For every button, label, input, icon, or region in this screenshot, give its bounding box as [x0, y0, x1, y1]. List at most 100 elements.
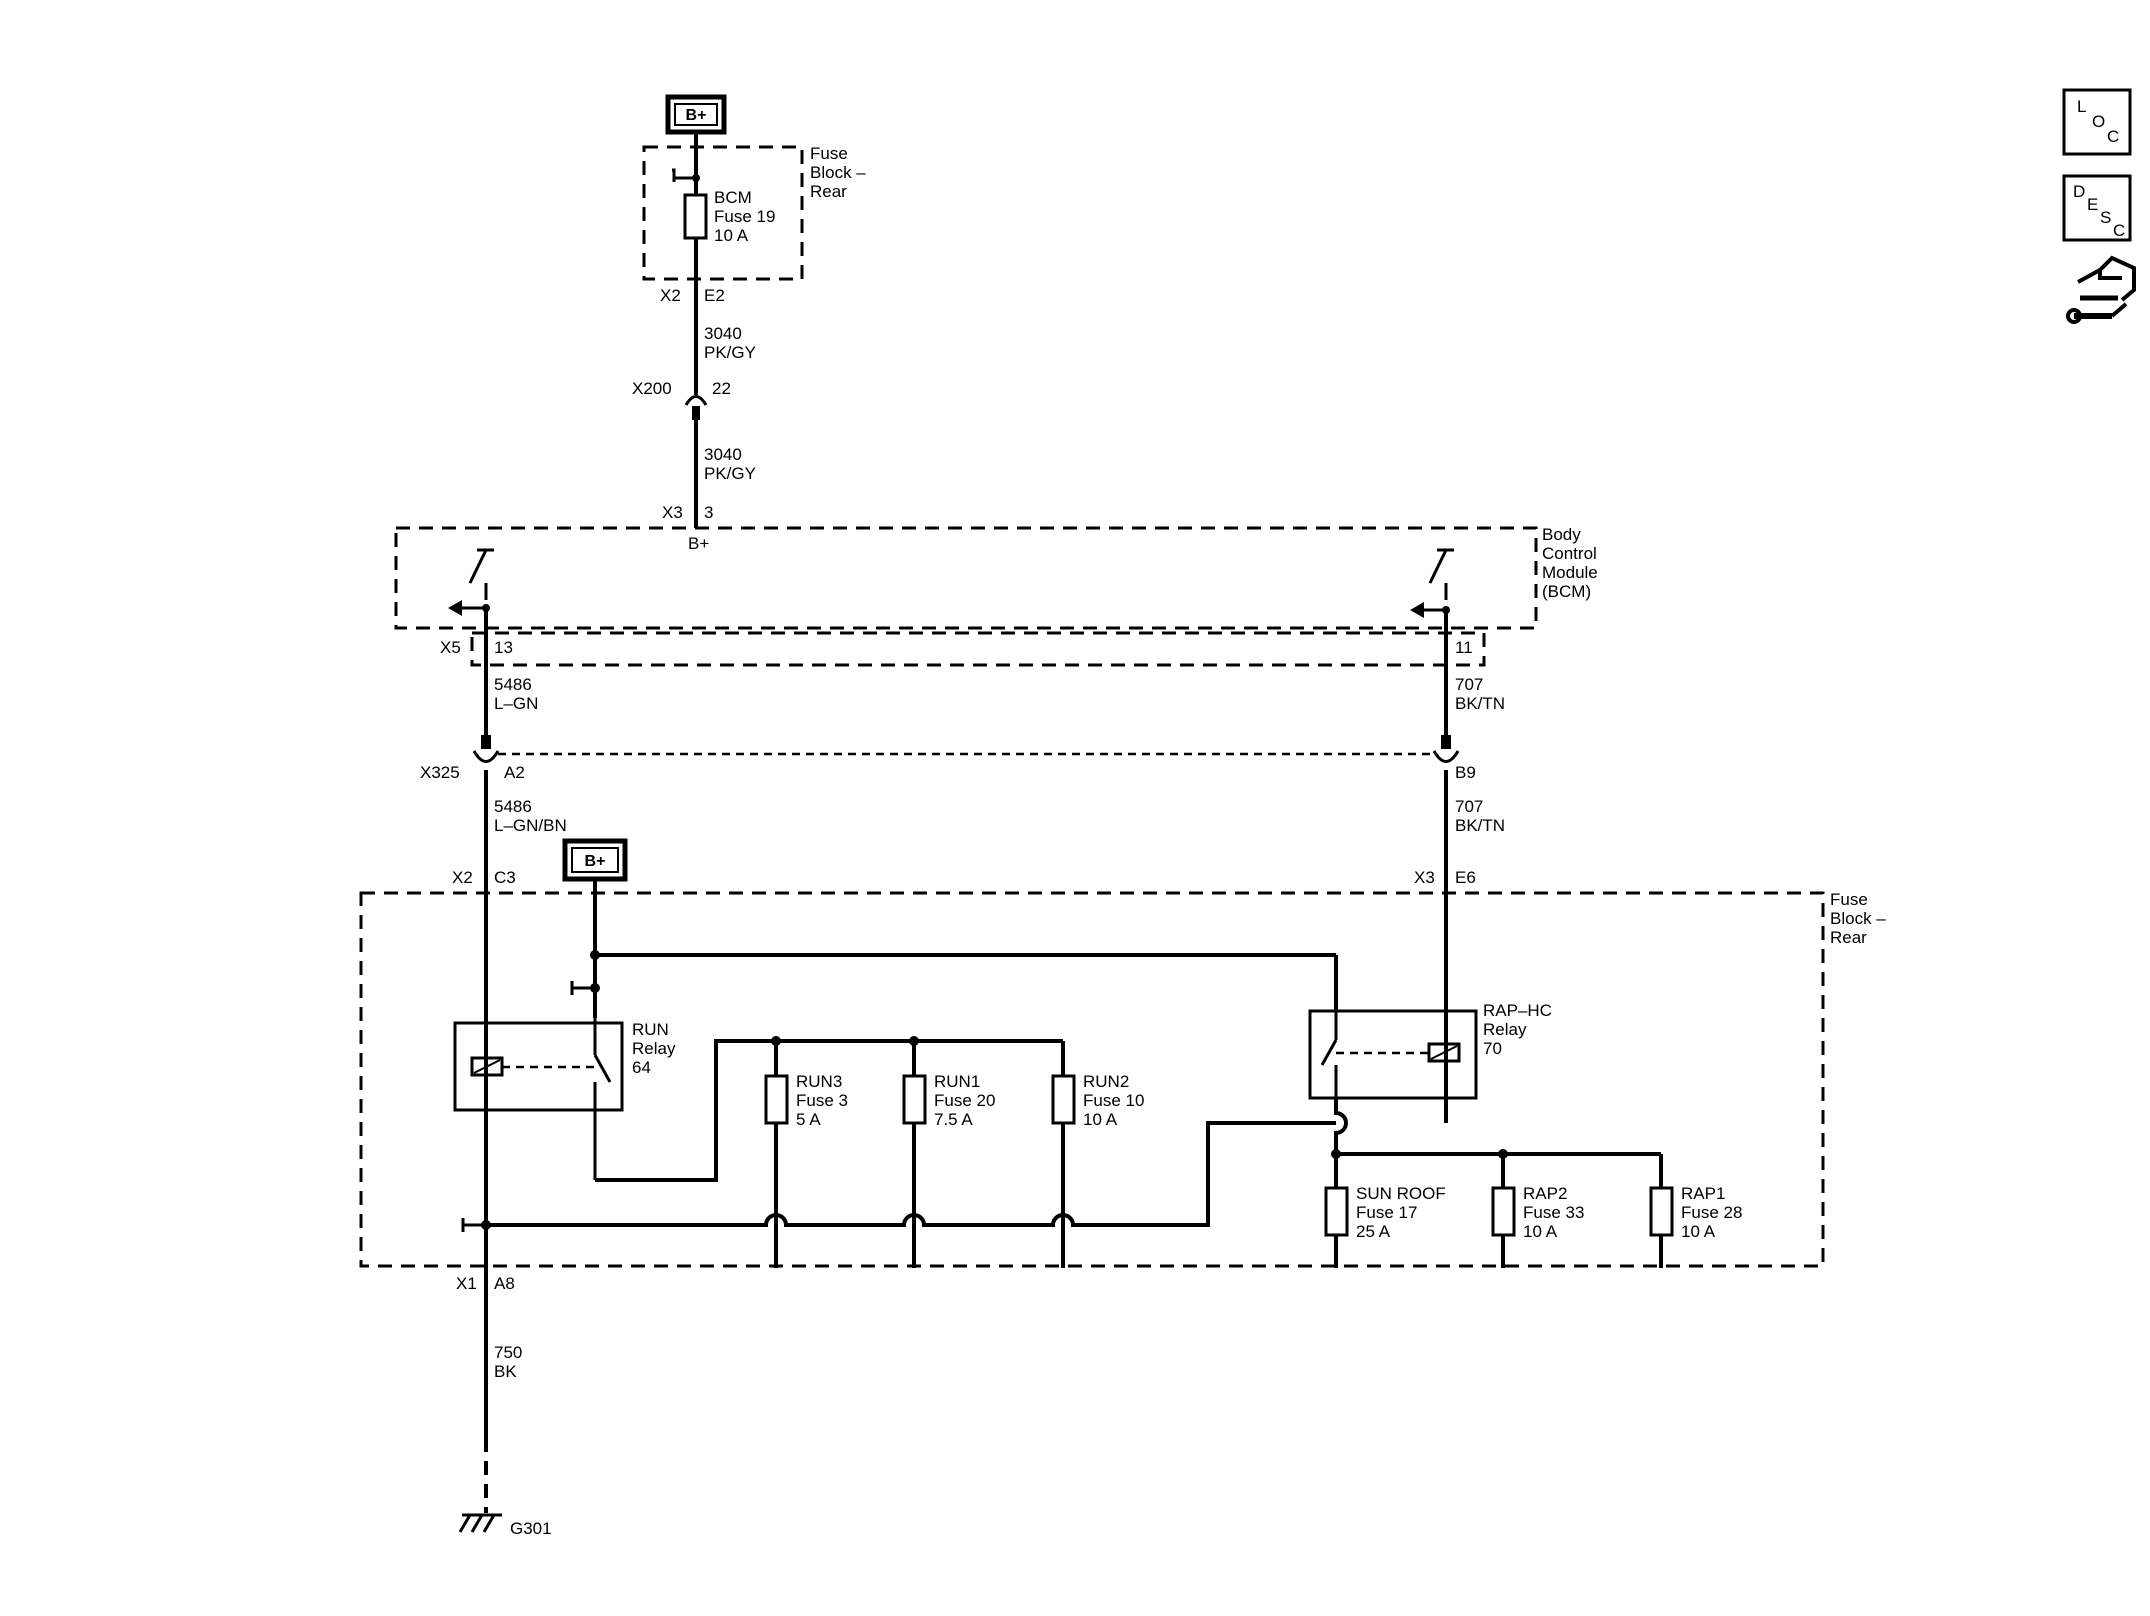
fuse-run3	[764, 1074, 789, 1125]
svg-text:X3: X3	[662, 503, 683, 522]
svg-text:RAP–HC: RAP–HC	[1483, 1001, 1552, 1020]
svg-text:10 A: 10 A	[1681, 1222, 1716, 1241]
svg-text:E6: E6	[1455, 868, 1476, 887]
svg-text:C: C	[2107, 127, 2119, 146]
svg-text:L: L	[2077, 97, 2086, 116]
svg-text:13: 13	[494, 638, 513, 657]
svg-text:D: D	[2073, 182, 2085, 201]
svg-text:70: 70	[1483, 1039, 1502, 1058]
svg-text:X200: X200	[632, 379, 672, 398]
svg-text:X1: X1	[456, 1274, 477, 1293]
svg-text:5 A: 5 A	[796, 1110, 821, 1129]
svg-text:25 A: 25 A	[1356, 1222, 1391, 1241]
b-plus-label-top: B+	[686, 107, 707, 124]
svg-text:Fuse 10: Fuse 10	[1083, 1091, 1144, 1110]
svg-text:Fuse: Fuse	[1830, 890, 1868, 909]
top-battery-source: B+	[665, 94, 727, 135]
fuse-rap1	[1649, 1186, 1674, 1237]
svg-text:Fuse 17: Fuse 17	[1356, 1203, 1417, 1222]
svg-text:X2: X2	[452, 868, 473, 887]
svg-text:3: 3	[704, 503, 713, 522]
ground-g301: G301	[458, 1513, 552, 1538]
svg-text:A2: A2	[504, 763, 525, 782]
svg-text:L–GN: L–GN	[494, 694, 538, 713]
svg-text:RUN2: RUN2	[1083, 1072, 1129, 1091]
svg-text:BK/TN: BK/TN	[1455, 816, 1505, 835]
svg-text:BCM: BCM	[714, 188, 752, 207]
svg-text:10 A: 10 A	[1523, 1222, 1558, 1241]
fuse-block-top: Fuse Block – Rear BCM Fuse 19 10 A	[642, 144, 866, 281]
svg-text:5486: 5486	[494, 675, 532, 694]
svg-text:(BCM): (BCM)	[1542, 582, 1591, 601]
svg-text:7.5 A: 7.5 A	[934, 1110, 973, 1129]
svg-text:RAP1: RAP1	[1681, 1184, 1725, 1203]
svg-text:Fuse 3: Fuse 3	[796, 1091, 848, 1110]
svg-text:Relay: Relay	[632, 1039, 676, 1058]
svg-text:A8: A8	[494, 1274, 515, 1293]
fuse-rap2	[1491, 1186, 1516, 1237]
fuse-sun-roof	[1324, 1186, 1349, 1237]
svg-text:10 A: 10 A	[1083, 1110, 1118, 1129]
svg-text:Block –: Block –	[1830, 909, 1886, 928]
svg-text:Fuse: Fuse	[810, 144, 848, 163]
svg-text:L–GN/BN: L–GN/BN	[494, 816, 567, 835]
svg-text:X5: X5	[440, 638, 461, 657]
svg-text:Fuse 19: Fuse 19	[714, 207, 775, 226]
svg-text:Module: Module	[1542, 563, 1598, 582]
svg-text:707: 707	[1455, 797, 1483, 816]
fuse-bcm-19	[683, 193, 708, 240]
svg-text:O: O	[2092, 112, 2105, 131]
svg-text:BK/TN: BK/TN	[1455, 694, 1505, 713]
svg-text:RUN1: RUN1	[934, 1072, 980, 1091]
svg-text:BK: BK	[494, 1362, 517, 1381]
svg-text:X3: X3	[1414, 868, 1435, 887]
run-relay-64: RUN Relay 64	[453, 1018, 676, 1180]
svg-text:B9: B9	[1455, 763, 1476, 782]
svg-text:RAP2: RAP2	[1523, 1184, 1567, 1203]
loc-icon[interactable]: L O C	[2062, 88, 2132, 156]
svg-text:Rear: Rear	[810, 182, 847, 201]
rap-hc-relay-70: RAP–HC Relay 70	[1308, 1001, 1552, 1123]
fuse-block-rear-main: Fuse Block – Rear	[359, 890, 1886, 1268]
desc-icon[interactable]: D E S C	[2062, 174, 2132, 242]
svg-text:C: C	[2113, 221, 2125, 240]
svg-text:RUN: RUN	[632, 1020, 669, 1039]
svg-text:Fuse 33: Fuse 33	[1523, 1203, 1584, 1222]
svg-text:S: S	[2100, 208, 2111, 227]
svg-text:Fuse 28: Fuse 28	[1681, 1203, 1742, 1222]
svg-text:PK/GY: PK/GY	[704, 343, 756, 362]
connector-x200: X200 22	[632, 379, 731, 420]
svg-text:G301: G301	[510, 1519, 552, 1538]
svg-text:Fuse 20: Fuse 20	[934, 1091, 995, 1110]
svg-text:707: 707	[1455, 675, 1483, 694]
svg-text:RUN3: RUN3	[796, 1072, 842, 1091]
fuse-run2	[1051, 1074, 1076, 1125]
svg-text:3040: 3040	[704, 445, 742, 464]
relay-battery-source: B+	[562, 838, 628, 882]
connector-end-view-icon[interactable]	[2066, 255, 2136, 324]
svg-text:10 A: 10 A	[714, 226, 749, 245]
svg-text:5486: 5486	[494, 797, 532, 816]
svg-text:X2: X2	[660, 286, 681, 305]
svg-text:PK/GY: PK/GY	[704, 464, 756, 483]
body-control-module: B+ Body Control Module (BCM)	[394, 525, 1598, 630]
svg-text:E2: E2	[704, 286, 725, 305]
bcm-bplus-label: B+	[688, 534, 709, 553]
svg-text:B+: B+	[585, 853, 606, 870]
svg-text:Rear: Rear	[1830, 928, 1867, 947]
svg-text:C3: C3	[494, 868, 516, 887]
svg-text:Control: Control	[1542, 544, 1597, 563]
svg-text:Block –: Block –	[810, 163, 866, 182]
svg-text:3040: 3040	[704, 324, 742, 343]
svg-text:SUN ROOF: SUN ROOF	[1356, 1184, 1446, 1203]
svg-text:64: 64	[632, 1058, 651, 1077]
fuse-run1	[902, 1074, 927, 1125]
svg-text:X325: X325	[420, 763, 460, 782]
svg-text:Relay: Relay	[1483, 1020, 1527, 1039]
svg-text:E: E	[2087, 195, 2098, 214]
svg-text:Body: Body	[1542, 525, 1581, 544]
svg-text:11: 11	[1455, 638, 1473, 657]
svg-text:750: 750	[494, 1343, 522, 1362]
svg-text:22: 22	[712, 379, 731, 398]
